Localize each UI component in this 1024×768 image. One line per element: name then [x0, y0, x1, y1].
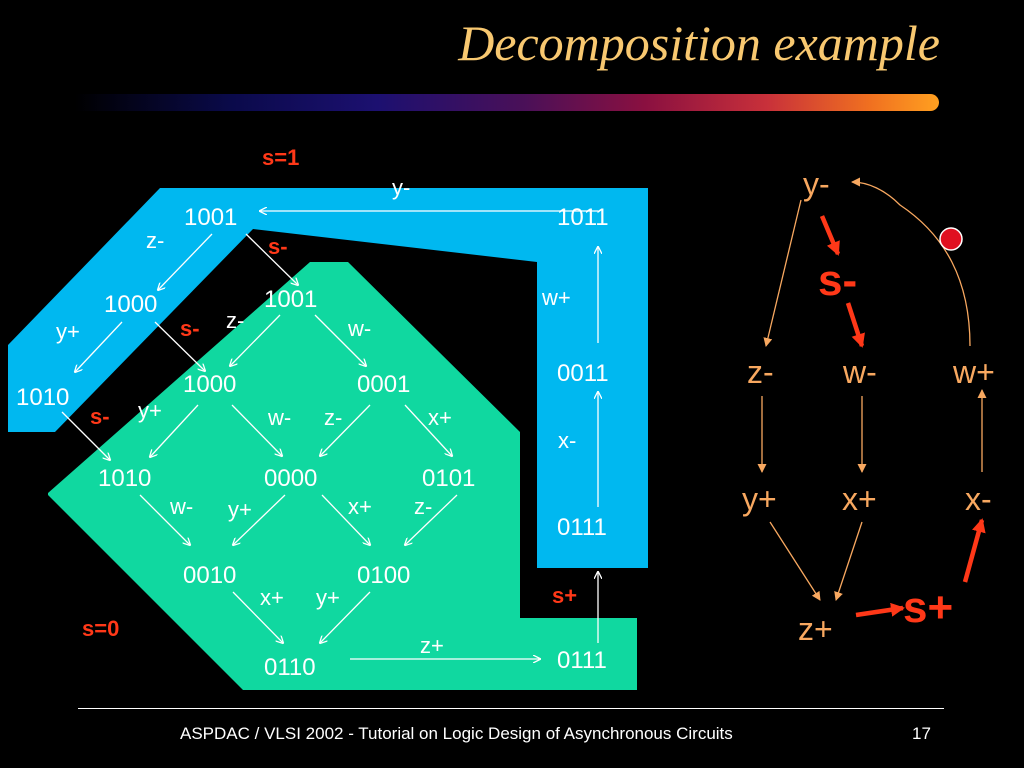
state-0100: 0100	[357, 562, 410, 589]
state-1010-blue: 1010	[16, 384, 69, 411]
edge-x-minus-right: x-	[558, 428, 576, 453]
edge-y-plus-0000: y+	[228, 497, 252, 522]
stg-arcs	[757, 177, 987, 618]
state-0000: 0000	[264, 465, 317, 492]
edge-z-minus-green: z-	[226, 308, 244, 333]
edge-x-plus-0000: x+	[348, 494, 372, 519]
stg-node-z-plus: z+	[798, 611, 833, 647]
s1-region	[8, 188, 648, 568]
state-1011: 1011	[557, 204, 609, 231]
edge-z-plus: z+	[420, 633, 444, 658]
edge-y-minus-top: y-	[392, 175, 410, 200]
transition-labels: y- z- w+ y+ z- w- y+ w- z- x+ x- w- y+ x…	[56, 175, 576, 658]
state-codes: 1001 1011 1000 1010 1001 1000 0001 0011 …	[16, 204, 609, 681]
state-1000-blue: 1000	[104, 291, 157, 318]
edge-s-minus-1: s-	[268, 234, 288, 259]
footer-text: ASPDAC / VLSI 2002 - Tutorial on Logic D…	[180, 724, 733, 743]
edge-w-minus-1010: w-	[169, 494, 193, 519]
edge-x-plus-0001: x+	[428, 405, 452, 430]
edge-z-minus-0001: z-	[324, 405, 342, 430]
state-1001-top: 1001	[184, 204, 237, 231]
region-label-s0: s=0	[82, 616, 119, 641]
stg-node-y-plus: y+	[742, 481, 777, 517]
footer-divider	[78, 708, 944, 709]
edge-y-plus-blue: y+	[56, 319, 80, 344]
state-0011: 0011	[557, 360, 609, 387]
state-1001-green: 1001	[264, 286, 317, 313]
stg-node-w-minus: w-	[842, 354, 877, 390]
state-0110: 0110	[264, 654, 316, 681]
state-1000-green: 1000	[183, 371, 236, 398]
s0-region	[48, 262, 637, 690]
stg-nodes: y- z- w- w+ y+ x+ x- z+	[742, 166, 995, 647]
state-graph-arrows	[61, 211, 598, 659]
edge-w-plus: w+	[541, 285, 571, 310]
stg-node-x-minus: x-	[965, 481, 992, 517]
region-label-s1: s=1	[262, 145, 299, 170]
state-0101: 0101	[422, 465, 475, 492]
edge-z-minus-0101: z-	[414, 494, 432, 519]
state-0010: 0010	[183, 562, 236, 589]
edge-s-minus-2: s-	[180, 316, 200, 341]
title-gradient-bar	[75, 94, 939, 111]
edge-x-plus-0010: x+	[260, 585, 284, 610]
stg-node-s-minus: s-	[818, 256, 857, 305]
edge-s-plus: s+	[552, 583, 577, 608]
stg-node-z-minus: z-	[747, 354, 774, 390]
state-0111-green: 0111	[557, 647, 607, 674]
stg-token	[939, 227, 963, 251]
stg-inserted-nodes: s- s+	[818, 256, 953, 632]
state-0001: 0001	[357, 371, 410, 398]
edge-y-plus-0100: y+	[316, 585, 340, 610]
stg-node-w-plus: w+	[952, 354, 995, 390]
page-number: 17	[912, 724, 931, 743]
state-0111-blue: 0111	[557, 514, 607, 541]
stg-node-s-plus: s+	[903, 583, 953, 632]
edge-s-minus-3: s-	[90, 404, 110, 429]
stg-node-y-minus: y-	[803, 166, 830, 202]
edge-y-plus-1000: y+	[138, 398, 162, 423]
state-1010-green: 1010	[98, 465, 151, 492]
edge-w-minus-1000: w-	[267, 405, 291, 430]
edge-w-minus-green: w-	[347, 316, 371, 341]
slide-title: Decomposition example	[458, 15, 940, 71]
edge-z-minus-blue: z-	[146, 228, 164, 253]
stg-node-x-plus: x+	[842, 481, 877, 517]
s-transition-labels: s=1 s- s- s- s+ s=0	[82, 145, 577, 641]
